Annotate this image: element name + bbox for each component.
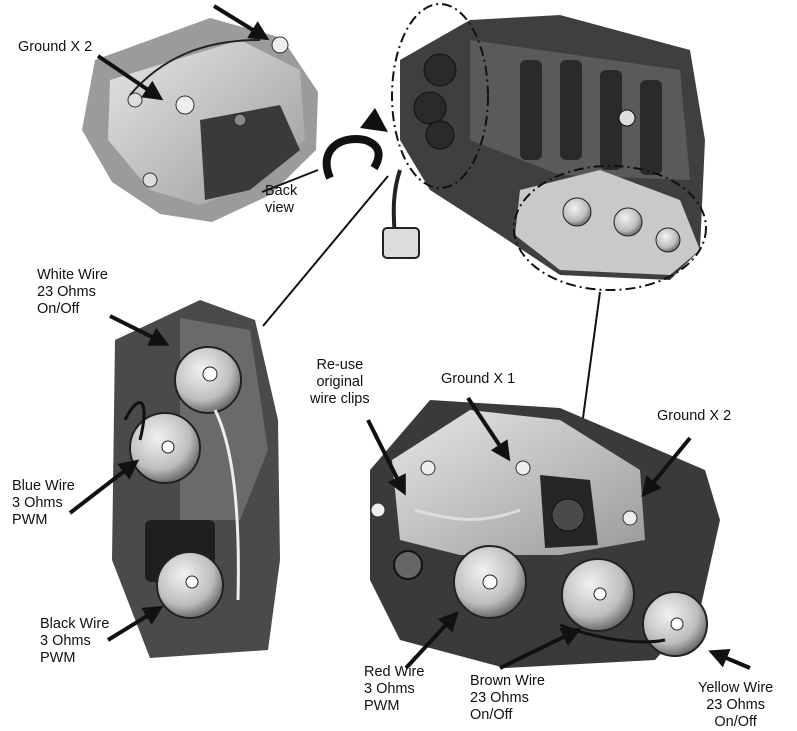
reuse-clips-line2: original: [316, 374, 364, 390]
back-view-leader: [261, 169, 319, 193]
yellow-wire-line1: Yellow Wire: [698, 680, 774, 696]
left-solenoid-photo: [112, 300, 280, 658]
back-view-line1: Back: [265, 183, 298, 199]
black-wire-line1: Black Wire: [40, 616, 110, 632]
blue-wire-line2: 3 Ohms: [12, 495, 63, 511]
red-wire-line2: 3 Ohms: [364, 681, 415, 697]
black-wire-label: Black Wire 3 Ohms PWM: [40, 616, 109, 667]
yellow-wire-label: Yellow Wire 23 Ohms On/Off: [698, 680, 773, 731]
white-wire-line2: 23 Ohms: [37, 284, 96, 300]
right-detail-leader: [579, 291, 601, 441]
valve-body-photo: [382, 15, 705, 280]
reuse-wire-clips-label: Re-use original wire clips: [310, 357, 370, 408]
blue-wire-line1: Blue Wire: [12, 478, 75, 494]
left-detail-leader: [262, 175, 389, 327]
blue-wire-line3: PWM: [12, 512, 48, 528]
black-wire-line2: 3 Ohms: [40, 633, 91, 649]
white-wire-label: White Wire 23 Ohms On/Off: [37, 267, 108, 318]
highlight-left-solenoids: [391, 3, 489, 189]
highlight-right-solenoids: [513, 165, 707, 291]
ground-x2-top-label: Ground X 2: [18, 39, 92, 56]
black-wire-line3: PWM: [40, 650, 76, 666]
yellow-wire-line3: On/Off: [714, 714, 757, 730]
white-wire-line3: On/Off: [37, 301, 80, 317]
ground-x2-right-label: Ground X 2: [657, 408, 731, 425]
ground-x1-line1: Ground X 1: [441, 371, 516, 387]
brown-wire-line3: On/Off: [470, 707, 513, 723]
brown-wire-line1: Brown Wire: [470, 673, 545, 689]
back-view-label: Back view: [265, 183, 297, 217]
reuse-clips-line3: wire clips: [310, 391, 370, 407]
red-wire-line1: Red Wire: [364, 664, 425, 680]
ground-x2-top-line1: Ground X 2: [18, 39, 93, 55]
brown-wire-label: Brown Wire 23 Ohms On/Off: [470, 673, 545, 724]
right-solenoid-photo: [370, 400, 720, 668]
back-view-flip-arrow: [322, 135, 383, 180]
yellow-wire-line2: 23 Ohms: [706, 697, 766, 713]
reuse-clips-line1: Re-use: [316, 357, 364, 373]
white-wire-line1: White Wire: [37, 267, 108, 283]
label-pointers: [68, 4, 751, 670]
ground-x1-label: Ground X 1: [441, 371, 515, 388]
back-view-line2: view: [265, 200, 295, 216]
brown-wire-line2: 23 Ohms: [470, 690, 529, 706]
red-wire-line3: PWM: [364, 698, 400, 714]
blue-wire-label: Blue Wire 3 Ohms PWM: [12, 478, 75, 529]
red-wire-label: Red Wire 3 Ohms PWM: [364, 664, 424, 715]
ground-x2-right-line1: Ground X 2: [657, 408, 732, 424]
